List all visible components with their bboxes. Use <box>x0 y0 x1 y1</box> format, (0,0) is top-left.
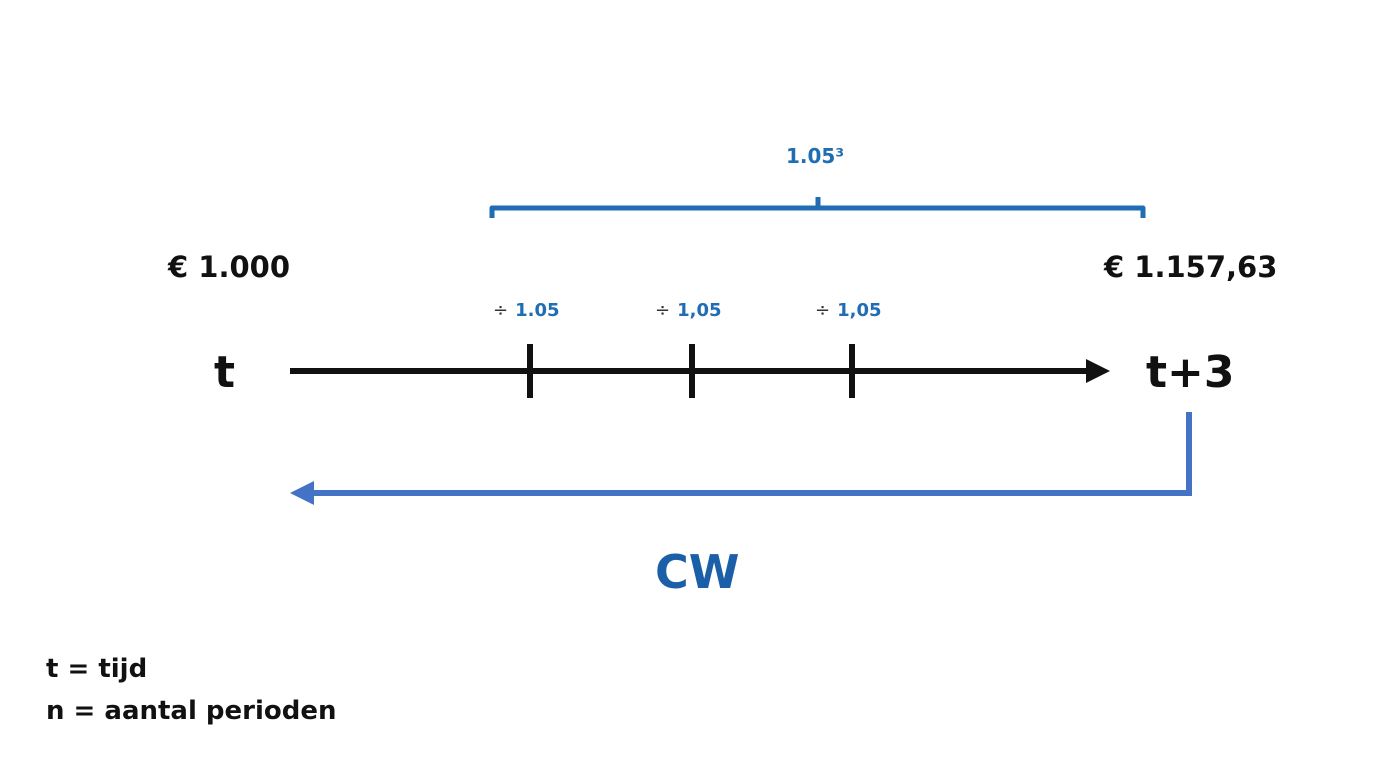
legend-item-periods: n = aantal perioden <box>46 696 337 726</box>
end-value: € 1.157,63 <box>1104 250 1278 284</box>
timeline-arrowhead <box>1086 359 1110 383</box>
division-label-1: ÷ 1.05 <box>493 302 560 320</box>
legend: t = tijd n = aantal perioden <box>46 648 337 732</box>
timeline-start-label: t <box>214 347 236 398</box>
timeline-end-label: t+3 <box>1146 347 1235 398</box>
start-value: € 1.000 <box>168 250 291 284</box>
cw-label: CW <box>655 545 740 599</box>
return-arrow-head <box>290 481 314 505</box>
bracket-line <box>489 205 1146 218</box>
division-icon: ÷ <box>815 300 831 321</box>
bracket-label: 1.05³ <box>786 144 845 168</box>
legend-item-time: t = tijd <box>46 654 148 684</box>
division-factor: 1,05 <box>677 300 722 321</box>
division-icon: ÷ <box>493 300 509 321</box>
division-label-2: ÷ 1,05 <box>655 302 722 320</box>
division-label-3: ÷ 1,05 <box>815 302 882 320</box>
return-arrow-line <box>312 412 1192 496</box>
division-icon: ÷ <box>655 300 671 321</box>
division-factor: 1.05 <box>515 300 560 321</box>
division-factor: 1,05 <box>837 300 882 321</box>
